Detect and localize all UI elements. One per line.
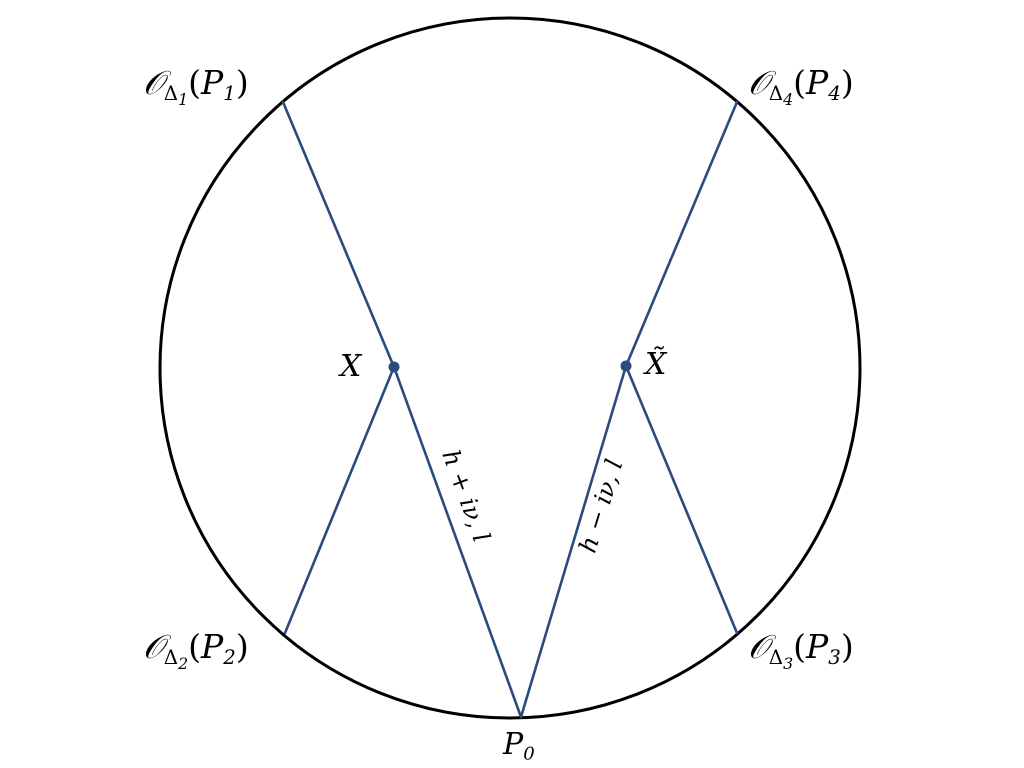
propagator-p2-x	[283, 365, 396, 635]
propagator-xtilde-p4	[624, 100, 739, 368]
operator-label-2: 𝒪Δ2(P2)	[143, 627, 249, 673]
propagator-p1-x	[281, 100, 396, 369]
boundary-point-p0: P0	[503, 727, 535, 765]
vertex-label-xtilde: X̃	[645, 347, 667, 382]
operator-label-4: 𝒪Δ4(P4)	[748, 63, 854, 109]
ads-boundary-circle	[158, 16, 862, 720]
propagator-p0-xtilde	[519, 364, 628, 719]
operator-label-1: 𝒪Δ1(P1)	[143, 63, 249, 109]
operator-label-3: 𝒪Δ3(P3)	[748, 627, 854, 673]
vertex-xtilde	[620, 360, 632, 372]
propagator-xtilde-p3	[624, 364, 739, 635]
propagator-x-p0	[392, 365, 523, 719]
vertex-x	[388, 361, 400, 373]
vertex-label-x: X	[340, 349, 362, 384]
